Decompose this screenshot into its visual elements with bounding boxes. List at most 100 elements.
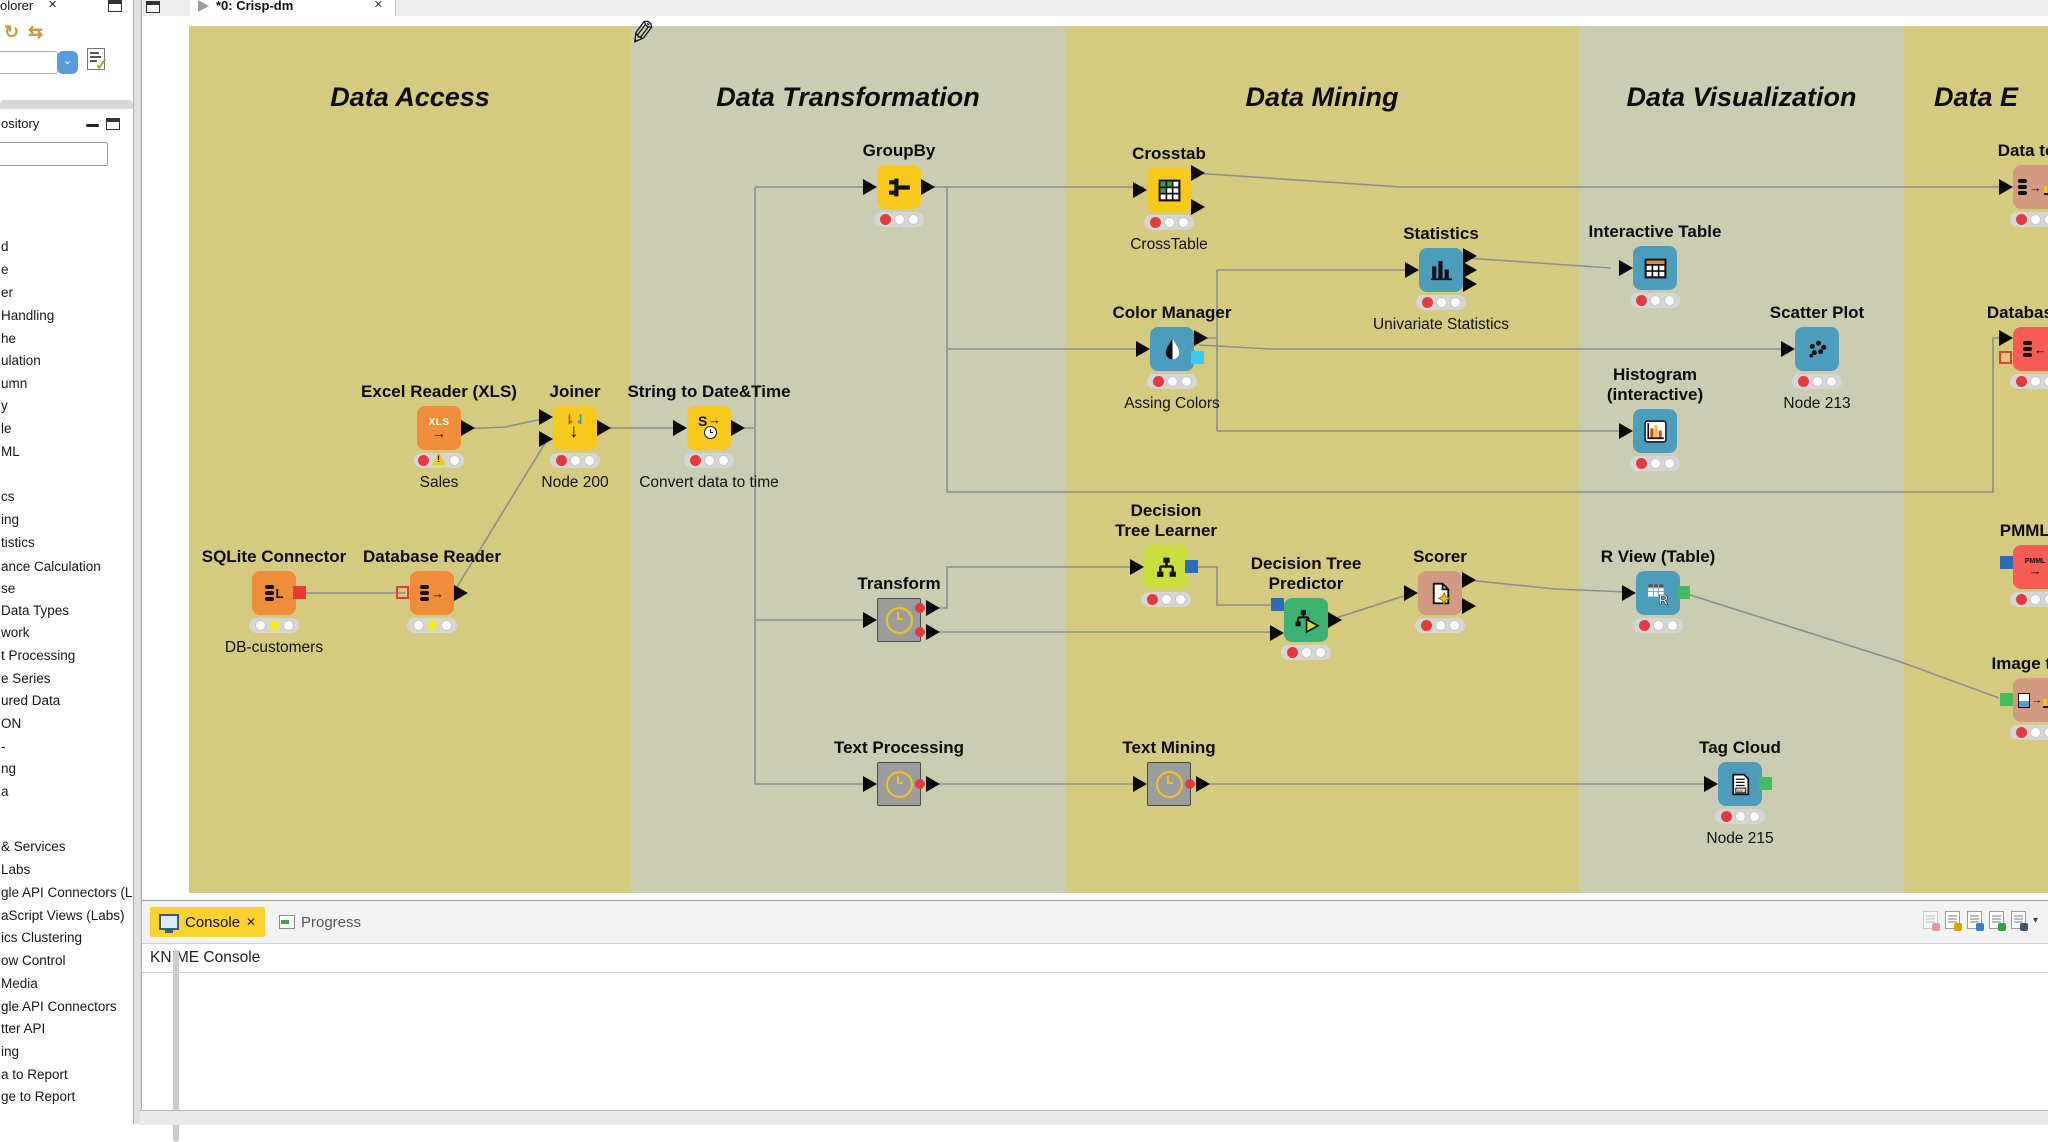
repository-category-item[interactable]: ing bbox=[1, 512, 19, 527]
repository-category-item[interactable]: ing bbox=[1, 1044, 19, 1059]
clear-console-icon[interactable] bbox=[1923, 911, 1938, 929]
output-port[interactable] bbox=[1196, 776, 1210, 792]
repository-category-item[interactable]: umn bbox=[1, 376, 27, 391]
output-port[interactable] bbox=[1191, 199, 1205, 215]
output-port[interactable] bbox=[597, 420, 611, 436]
repository-category-item[interactable]: Handling bbox=[1, 308, 54, 323]
repository-category-item[interactable]: y bbox=[1, 398, 8, 413]
repository-category-item[interactable]: tter API bbox=[1, 1021, 45, 1036]
repository-category-item[interactable]: e Series bbox=[1, 671, 51, 686]
output-port[interactable] bbox=[1677, 586, 1690, 599]
input-port[interactable] bbox=[1405, 262, 1419, 278]
joiner-icon[interactable]: ⇂⇃↓ bbox=[553, 406, 597, 450]
repository-category-item[interactable]: he bbox=[1, 331, 16, 346]
repository-category-item[interactable]: er bbox=[1, 285, 13, 300]
stats-icon[interactable] bbox=[1419, 248, 1463, 292]
crosstab-icon[interactable] bbox=[1147, 168, 1191, 212]
repository-category-item[interactable]: le bbox=[1, 421, 12, 436]
repository-category-item[interactable]: gle API Connectors (La bbox=[1, 885, 133, 900]
repository-category-item[interactable]: ML bbox=[1, 444, 20, 459]
input-port[interactable] bbox=[1622, 585, 1636, 601]
input-port[interactable] bbox=[1781, 341, 1795, 357]
input-port[interactable] bbox=[1133, 776, 1147, 792]
output-port[interactable] bbox=[1463, 276, 1477, 292]
repository-category-item[interactable]: ured Data bbox=[1, 693, 60, 708]
output-port[interactable] bbox=[915, 779, 925, 789]
input-port[interactable] bbox=[673, 420, 687, 436]
img2r-icon[interactable]: → bbox=[2013, 678, 2048, 722]
close-icon[interactable]: ✕ bbox=[374, 0, 383, 11]
scatter-icon[interactable] bbox=[1795, 327, 1839, 371]
tab-progress[interactable]: Progress bbox=[270, 907, 370, 937]
annotation-pencil-icon[interactable]: ✎ bbox=[626, 16, 658, 54]
repository-category-item[interactable]: ance Calculation bbox=[1, 559, 101, 574]
repository-category-item[interactable]: tistics bbox=[1, 535, 35, 550]
input-port[interactable] bbox=[1404, 585, 1418, 601]
output-port[interactable] bbox=[926, 776, 940, 792]
input-port[interactable] bbox=[2000, 556, 2013, 569]
output-port[interactable] bbox=[926, 600, 940, 616]
rview-icon[interactable]: R bbox=[1636, 571, 1680, 615]
repository-category-item[interactable]: & Services bbox=[1, 839, 66, 854]
output-port[interactable] bbox=[921, 179, 935, 195]
output-port[interactable] bbox=[293, 586, 306, 599]
input-port[interactable] bbox=[1704, 776, 1718, 792]
console-output[interactable]: KNIME Console bbox=[142, 944, 2048, 1111]
output-port[interactable] bbox=[926, 624, 940, 640]
repository-category-item[interactable]: cs bbox=[1, 489, 15, 504]
input-port[interactable] bbox=[863, 612, 877, 628]
word-wrap-icon[interactable] bbox=[1967, 911, 1982, 929]
input-port[interactable] bbox=[1270, 625, 1284, 641]
input-port[interactable] bbox=[2000, 693, 2013, 706]
input-port[interactable] bbox=[1136, 341, 1150, 357]
output-port[interactable] bbox=[1462, 572, 1476, 588]
input-port[interactable] bbox=[396, 586, 409, 599]
db-icon[interactable]: L bbox=[252, 571, 296, 615]
repository-category-item[interactable]: ng bbox=[1, 761, 16, 776]
output-port[interactable] bbox=[915, 627, 925, 637]
input-port[interactable] bbox=[1619, 260, 1633, 276]
input-port[interactable] bbox=[1619, 423, 1633, 439]
repository-category-item[interactable]: Labs bbox=[1, 862, 30, 877]
db-icon[interactable]: ← bbox=[2013, 327, 2048, 371]
repository-category-item[interactable]: work bbox=[1, 625, 30, 640]
output-port[interactable] bbox=[1191, 165, 1205, 181]
repository-category-item[interactable]: ge to Report bbox=[1, 1089, 75, 1104]
input-port[interactable] bbox=[863, 776, 877, 792]
restore-icon[interactable] bbox=[146, 1, 160, 13]
input-port[interactable] bbox=[539, 431, 553, 447]
repository-category-item[interactable]: e bbox=[1, 262, 9, 277]
treepred-icon[interactable] bbox=[1284, 598, 1328, 642]
sidebar-resize-handle[interactable] bbox=[133, 0, 142, 1124]
repository-category-item[interactable]: d bbox=[1, 239, 9, 254]
repository-category-item[interactable]: gle API Connectors bbox=[1, 999, 117, 1014]
workflow-tab[interactable]: *0: Crisp-dm ✕ bbox=[190, 0, 396, 16]
open-console-icon[interactable] bbox=[2011, 911, 2026, 929]
repository-category-item[interactable]: se bbox=[1, 581, 15, 596]
xls-icon[interactable]: XLS→ bbox=[417, 406, 461, 450]
input-port[interactable] bbox=[539, 409, 553, 425]
scorer-icon[interactable] bbox=[1418, 571, 1462, 615]
console-menu-caret-icon[interactable]: ▾ bbox=[2033, 915, 2038, 926]
output-port[interactable] bbox=[1185, 779, 1195, 789]
repository-category-item[interactable]: ow Control bbox=[1, 953, 66, 968]
pmml-icon[interactable]: PMML→ bbox=[2013, 545, 2048, 589]
repository-category-item[interactable]: aScript Views (Labs) bbox=[1, 908, 125, 923]
repository-category-item[interactable]: a bbox=[1, 784, 9, 799]
repository-category-item[interactable]: Data Types bbox=[1, 603, 69, 618]
db2r-icon[interactable]: → bbox=[2013, 165, 2048, 209]
pin-console-icon[interactable] bbox=[1989, 911, 2004, 929]
repository-category-item[interactable]: ics Clustering bbox=[1, 930, 82, 945]
output-port[interactable] bbox=[461, 420, 475, 436]
input-port[interactable] bbox=[863, 179, 877, 195]
input-port[interactable] bbox=[1133, 182, 1147, 198]
output-port[interactable] bbox=[1328, 612, 1342, 628]
db-icon[interactable]: → bbox=[410, 571, 454, 615]
output-port[interactable] bbox=[915, 603, 925, 613]
repository-category-item[interactable]: t Processing bbox=[1, 648, 75, 663]
droplet-icon[interactable] bbox=[1150, 327, 1194, 371]
s2dt-icon[interactable]: S→ bbox=[687, 406, 731, 450]
output-port[interactable] bbox=[454, 585, 468, 601]
clock-icon[interactable] bbox=[877, 598, 921, 642]
